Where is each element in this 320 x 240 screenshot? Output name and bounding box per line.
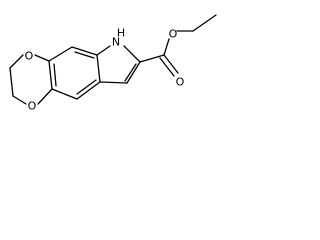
- bond: [74, 51, 95, 59]
- ester-oxygen-single-label: O: [169, 28, 178, 41]
- bond: [51, 88, 78, 100]
- ester-oxygen-double-label: O: [176, 76, 185, 89]
- bond: [124, 63, 137, 82]
- bond: [96, 54, 101, 83]
- bond: [96, 45, 111, 56]
- dioxane-ring: [9, 54, 53, 105]
- bond: [34, 54, 50, 62]
- bond: [53, 63, 57, 87]
- bond: [48, 46, 73, 62]
- ring-oxygen-top-label: O: [25, 50, 34, 63]
- bond: [71, 46, 98, 56]
- bond: [126, 61, 141, 84]
- bond: [37, 88, 53, 105]
- bond: [48, 60, 53, 90]
- pyrrole-ring: [96, 45, 141, 84]
- bond: [9, 67, 14, 97]
- chemical-structure-diagram: H N O O O O: [9, 14, 217, 113]
- bond: [123, 45, 141, 63]
- bond: [163, 54, 179, 74]
- bond: [192, 14, 217, 32]
- bond: [76, 79, 97, 95]
- bond: [76, 81, 101, 100]
- bond: [99, 81, 128, 84]
- bond: [139, 54, 165, 63]
- bond: [12, 95, 27, 105]
- benzene-ring: [48, 46, 101, 100]
- nh-nitrogen-label: N: [112, 36, 120, 49]
- ring-oxygen-bottom-label: O: [28, 100, 37, 113]
- bond: [163, 38, 170, 56]
- ester-group: [139, 14, 217, 77]
- bond: [9, 54, 24, 69]
- nh-hydrogen-label: H: [117, 27, 125, 40]
- bond: [159, 57, 175, 77]
